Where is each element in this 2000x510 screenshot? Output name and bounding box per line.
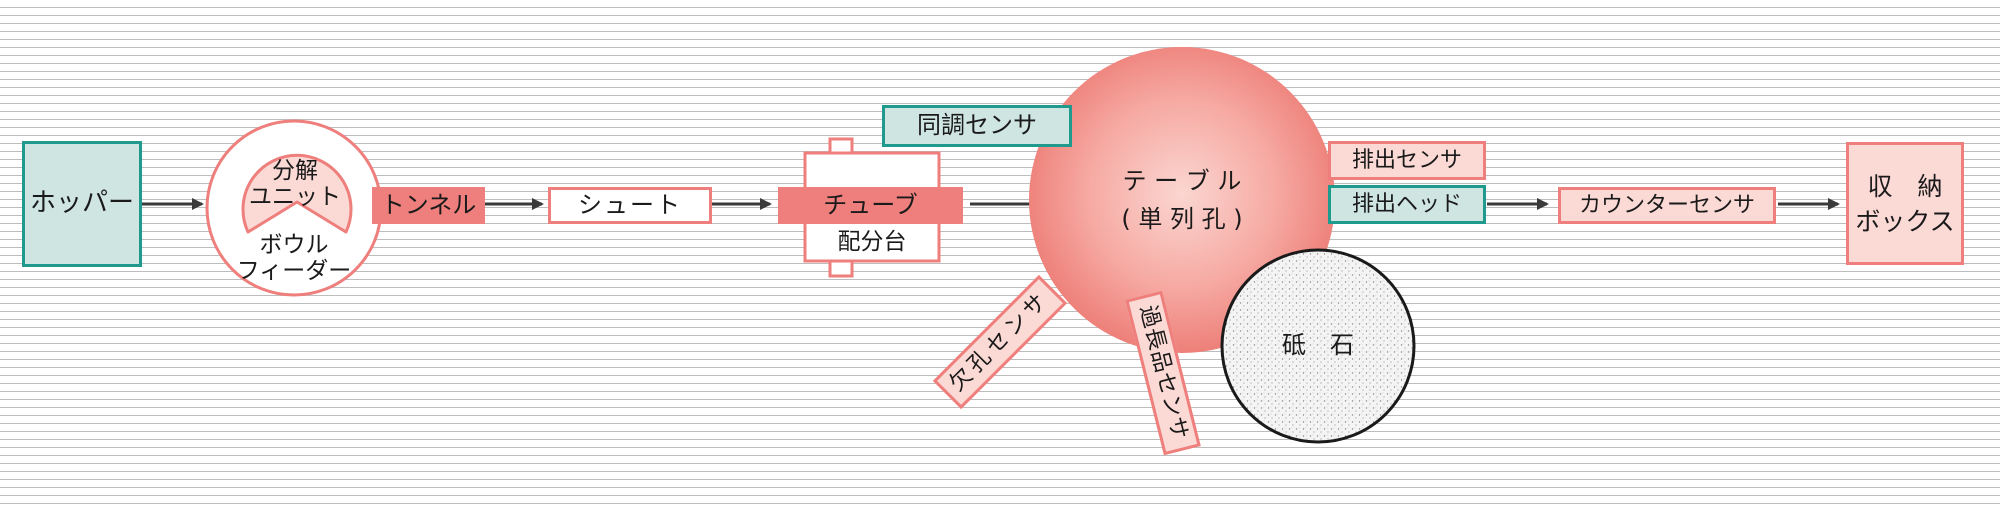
storage-box-label: 収 納 ボックス — [1855, 171, 1955, 236]
counter-sensor-box: カウンターセンサ — [1558, 187, 1776, 224]
counter-sensor-label: カウンターセンサ — [1578, 192, 1755, 218]
hopper-box: ホッパー — [22, 141, 142, 267]
sync-sensor-box: 同調センサ — [882, 105, 1072, 147]
separation-unit-label: 分解 ユニット — [249, 157, 341, 210]
chute-label: シュート — [578, 190, 682, 219]
tunnel-label: トンネル — [380, 190, 477, 219]
tunnel-box: トンネル — [372, 187, 485, 224]
discharge-sensor-box: 排出センサ — [1328, 141, 1486, 180]
discharge-sensor-label: 排出センサ — [1351, 147, 1462, 173]
bowl-feeder-label: ボウル フィーダー — [236, 231, 352, 284]
tube-label: チューブ — [823, 190, 918, 219]
hopper-label: ホッパー — [29, 188, 134, 219]
tube-assembly-shape — [778, 137, 963, 278]
whetstone-shape — [1220, 248, 1416, 444]
discharge-head-box: 排出ヘッド — [1328, 185, 1486, 224]
table-label: テ ー ブ ル ( 単 列 孔 ) — [1121, 166, 1243, 233]
chute-box: シュート — [548, 187, 712, 224]
whetstone-label: 砥 石 — [1282, 331, 1354, 360]
discharge-head-label: 排出ヘッド — [1351, 191, 1462, 217]
bowl-feeder-shape — [205, 119, 383, 297]
distribution-stand-label: 配分台 — [837, 228, 907, 255]
storage-box: 収 納 ボックス — [1846, 142, 1964, 265]
sync-sensor-label: 同調センサ — [917, 111, 1037, 140]
